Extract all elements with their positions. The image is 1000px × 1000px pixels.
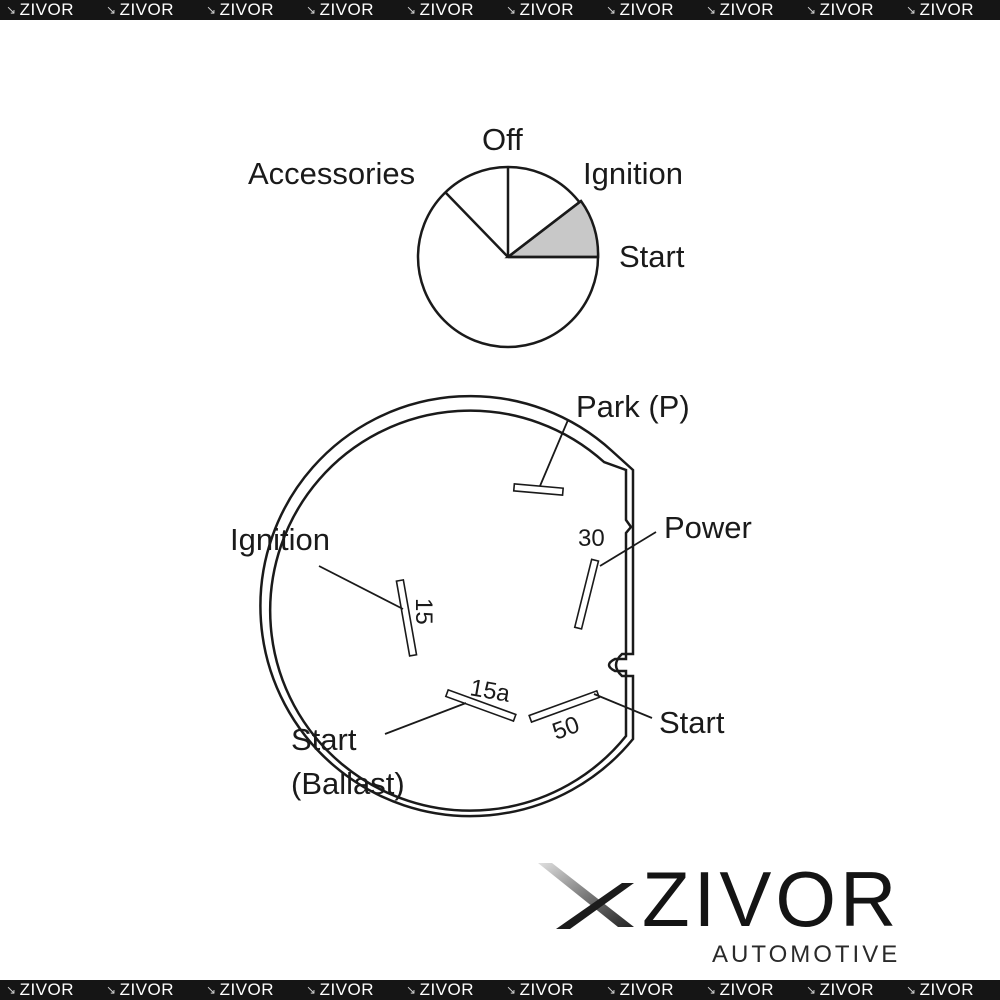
watermark-text: ZIVOR	[219, 0, 275, 19]
watermark-item: ↘ZIVOR	[200, 980, 300, 1000]
logo-wordmark: ZIVOR	[642, 855, 901, 943]
watermark-x-icon: ↘	[406, 983, 417, 997]
park-terminal-blade	[512, 483, 565, 497]
label-start-ballast-line-2: (Ballast)	[291, 766, 405, 801]
leader-lines	[318, 419, 657, 735]
watermark-x-icon: ↘	[406, 3, 417, 17]
switch-body	[259, 394, 635, 818]
watermark-item: ↘ZIVOR	[100, 0, 200, 20]
switch-inner-outline	[268, 409, 633, 812]
watermark-item: ↘ZIVOR	[0, 0, 100, 20]
label-off: Off	[482, 122, 523, 157]
watermark-item: ↘ZIVOR	[700, 0, 800, 20]
label-ignition-position: Ignition	[583, 156, 683, 191]
watermark-text: ZIVOR	[119, 980, 175, 999]
watermark-x-icon: ↘	[806, 983, 817, 997]
label-ignition-terminal: Ignition	[230, 522, 330, 557]
watermark-band-bottom: ↘ZIVOR↘ZIVOR↘ZIVOR↘ZIVOR↘ZIVOR↘ZIVOR↘ZIV…	[0, 980, 1000, 1000]
watermark-text: ZIVOR	[519, 0, 575, 19]
watermark-item: ↘ZIVOR	[900, 980, 1000, 1000]
ignition-terminal-blade	[395, 578, 418, 657]
watermark-item: ↘ZIVOR	[400, 0, 500, 20]
watermark-x-icon: ↘	[306, 983, 317, 997]
switch-outer-outline	[259, 394, 635, 818]
watermark-item: ↘ZIVOR	[800, 0, 900, 20]
power-terminal-blade	[573, 558, 600, 630]
watermark-item: ↘ZIVOR	[0, 980, 100, 1000]
watermark-band-top: ↘ZIVOR↘ZIVOR↘ZIVOR↘ZIVOR↘ZIVOR↘ZIVOR↘ZIV…	[0, 0, 1000, 20]
watermark-x-icon: ↘	[6, 983, 17, 997]
label-start-terminal: Start	[659, 705, 725, 740]
terminal-blades	[395, 483, 601, 724]
watermark-text: ZIVOR	[319, 0, 375, 19]
label-start-ballast-line-1: Start	[291, 722, 357, 757]
watermark-text: ZIVOR	[19, 0, 75, 19]
label-power-terminal: Power	[664, 510, 752, 545]
watermark-text: ZIVOR	[119, 0, 175, 19]
watermark-x-icon: ↘	[306, 3, 317, 17]
watermark-item: ↘ZIVOR	[700, 980, 800, 1000]
power-leader-line	[599, 531, 657, 567]
watermark-text: ZIVOR	[819, 980, 875, 999]
watermark-x-icon: ↘	[206, 3, 217, 17]
watermark-item: ↘ZIVOR	[500, 0, 600, 20]
watermark-text: ZIVOR	[19, 980, 75, 999]
watermark-text: ZIVOR	[419, 0, 475, 19]
watermark-text: ZIVOR	[919, 980, 975, 999]
label-park-terminal: Park (P)	[576, 389, 690, 424]
watermark-x-icon: ↘	[906, 983, 917, 997]
watermark-x-icon: ↘	[806, 3, 817, 17]
watermark-x-icon: ↘	[706, 983, 717, 997]
watermark-x-icon: ↘	[906, 3, 917, 17]
watermark-x-icon: ↘	[606, 3, 617, 17]
watermark-text: ZIVOR	[219, 980, 275, 999]
watermark-item: ↘ZIVOR	[100, 980, 200, 1000]
watermark-text: ZIVOR	[919, 0, 975, 19]
watermark-item: ↘ZIVOR	[300, 980, 400, 1000]
watermark-x-icon: ↘	[6, 3, 17, 17]
label-accessories: Accessories	[248, 156, 415, 191]
ignition-leader-line	[318, 565, 404, 610]
watermark-text: ZIVOR	[319, 980, 375, 999]
watermark-item: ↘ZIVOR	[500, 980, 600, 1000]
label-start-position: Start	[619, 239, 685, 274]
start-leader-line	[593, 693, 653, 719]
watermark-x-icon: ↘	[706, 3, 717, 17]
watermark-item: ↘ZIVOR	[900, 0, 1000, 20]
watermark-item: ↘ZIVOR	[200, 0, 300, 20]
ignition-position-line	[507, 200, 582, 258]
start-ballast-terminal-blade	[444, 688, 517, 723]
watermark-item: ↘ZIVOR	[400, 980, 500, 1000]
park-leader-line	[539, 419, 569, 487]
watermark-text: ZIVOR	[619, 0, 675, 19]
watermark-text: ZIVOR	[719, 0, 775, 19]
watermark-text: ZIVOR	[619, 980, 675, 999]
number-ignition-terminal: 15	[410, 598, 437, 625]
watermark-item: ↘ZIVOR	[800, 980, 900, 1000]
watermark-text: ZIVOR	[719, 980, 775, 999]
number-start-terminal: 50	[549, 711, 583, 746]
watermark-item: ↘ZIVOR	[300, 0, 400, 20]
watermark-item: ↘ZIVOR	[600, 0, 700, 20]
accessories-position-line	[445, 192, 509, 258]
watermark-text: ZIVOR	[819, 0, 875, 19]
watermark-x-icon: ↘	[506, 983, 517, 997]
watermark-text: ZIVOR	[519, 980, 575, 999]
zivor-logo: ZIVOR AUTOMOTIVE	[530, 855, 990, 975]
start-terminal-blade	[528, 689, 601, 724]
logo-tagline: AUTOMOTIVE	[712, 941, 901, 968]
watermark-x-icon: ↘	[106, 983, 117, 997]
logo-x-mark-icon	[538, 863, 634, 929]
watermark-item: ↘ZIVOR	[600, 980, 700, 1000]
watermark-text: ZIVOR	[419, 980, 475, 999]
watermark-x-icon: ↘	[606, 983, 617, 997]
watermark-x-icon: ↘	[206, 983, 217, 997]
watermark-x-icon: ↘	[506, 3, 517, 17]
number-power-terminal: 30	[578, 525, 605, 552]
position-dial	[416, 165, 600, 349]
start-ballast-leader-line	[384, 702, 467, 735]
watermark-x-icon: ↘	[106, 3, 117, 17]
